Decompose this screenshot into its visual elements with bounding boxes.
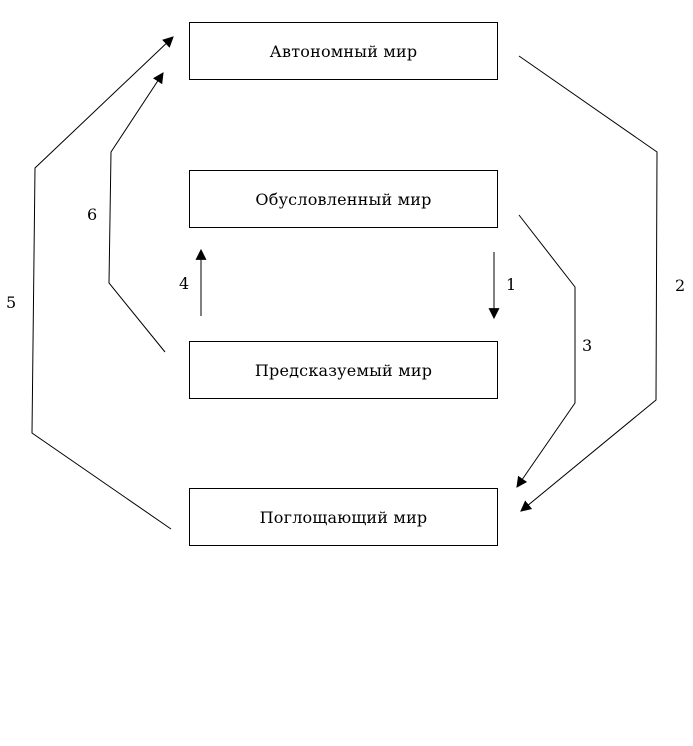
arrow-2 — [518, 55, 658, 512]
edge-label-2: 2 — [675, 276, 686, 295]
edge-label-1: 1 — [506, 275, 517, 294]
node-label: Обусловленный мир — [255, 189, 432, 209]
arrow-3 — [516, 214, 576, 488]
node-label: Автономный мир — [269, 41, 418, 61]
arrow-6 — [108, 72, 166, 353]
node-autonomous-world: Автономный мир — [189, 22, 498, 80]
arrow-5 — [31, 36, 174, 530]
node-conditioned-world: Обусловленный мир — [189, 170, 498, 228]
node-label: Предсказуемый мир — [254, 360, 433, 380]
node-label: Поглощающий мир — [259, 507, 428, 527]
node-predictable-world: Предсказуемый мир — [189, 341, 498, 399]
edge-label-6: 6 — [87, 205, 98, 224]
edge-label-4: 4 — [179, 274, 190, 293]
edge-label-3: 3 — [582, 336, 593, 355]
edge-label-5: 5 — [6, 293, 17, 312]
node-absorbing-world: Поглощающий мир — [189, 488, 498, 546]
